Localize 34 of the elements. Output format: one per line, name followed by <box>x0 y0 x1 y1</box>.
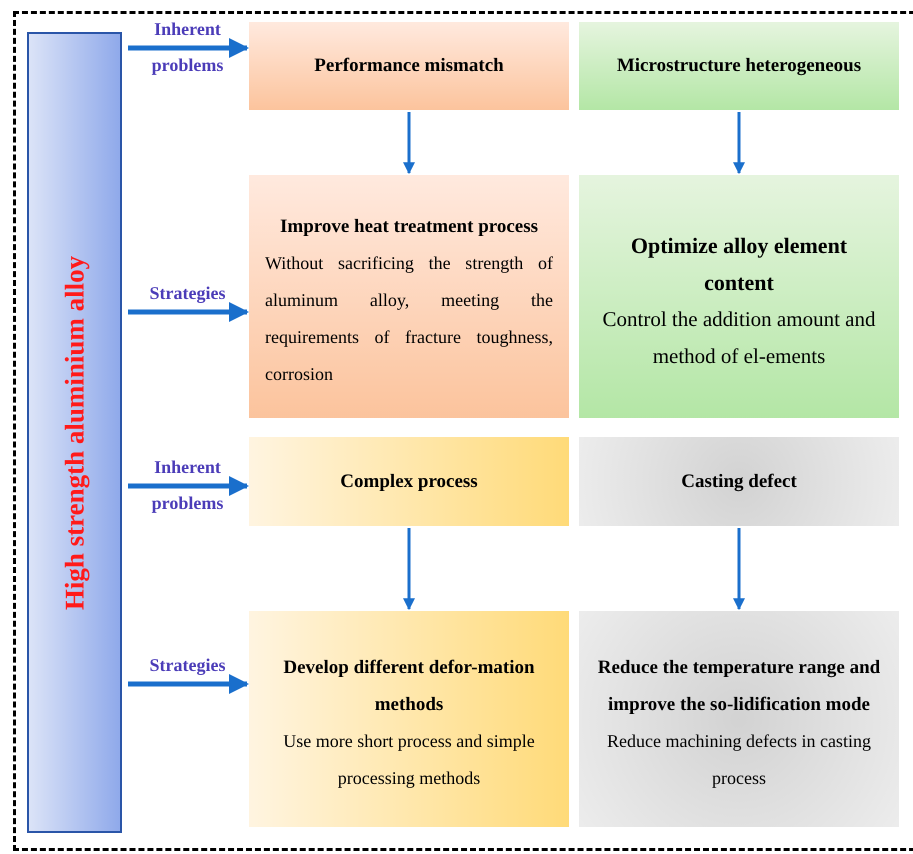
vertical-title: High strength aluminium alloy <box>61 254 88 612</box>
box-heading: Develop different defor-mation methods <box>282 656 536 717</box>
arrow <box>403 112 415 174</box>
box-description: Control the addition amount and method of el-ements <box>602 306 876 370</box>
edge-label: Inherent problems <box>150 456 224 515</box>
box-description: Use more short process and simple processing methods <box>282 730 536 790</box>
process-box <box>249 175 569 418</box>
box-heading: Improve heat treatment process <box>278 215 540 239</box>
edge-label: Inherent problems <box>150 18 224 77</box>
process-box <box>579 175 899 418</box>
process-box <box>249 22 569 110</box>
box-heading: Microstructure heterogeneous <box>616 54 862 78</box>
process-box <box>579 22 899 110</box>
box-description: Reduce machining defects in casting process <box>606 730 872 790</box>
box-heading: Performance mismatch <box>313 54 505 78</box>
side-bar <box>27 32 122 833</box>
box-heading: Complex process <box>339 470 479 494</box>
arrow <box>128 38 249 58</box>
box-heading: Casting defect <box>680 470 798 494</box>
box-heading: Optimize alloy element content <box>630 232 848 296</box>
arrow <box>403 528 415 610</box>
box-heading: Reduce the temperature range and improve the so-lidification mode <box>596 656 882 717</box>
process-box <box>579 437 899 526</box>
arrow <box>733 112 745 174</box>
edge-label: Strategies <box>148 282 226 305</box>
process-box <box>249 611 569 827</box>
arrow <box>128 302 249 322</box>
process-box <box>579 611 899 827</box>
arrow <box>733 528 745 610</box>
arrow <box>128 674 249 694</box>
edge-label: Strategies <box>148 654 226 677</box>
arrow <box>128 476 249 496</box>
process-box <box>249 437 569 526</box>
box-description: Without sacrificing the strength of aluminum alloy, meeting the requirements of fracture toughness, corrosion <box>265 252 553 386</box>
